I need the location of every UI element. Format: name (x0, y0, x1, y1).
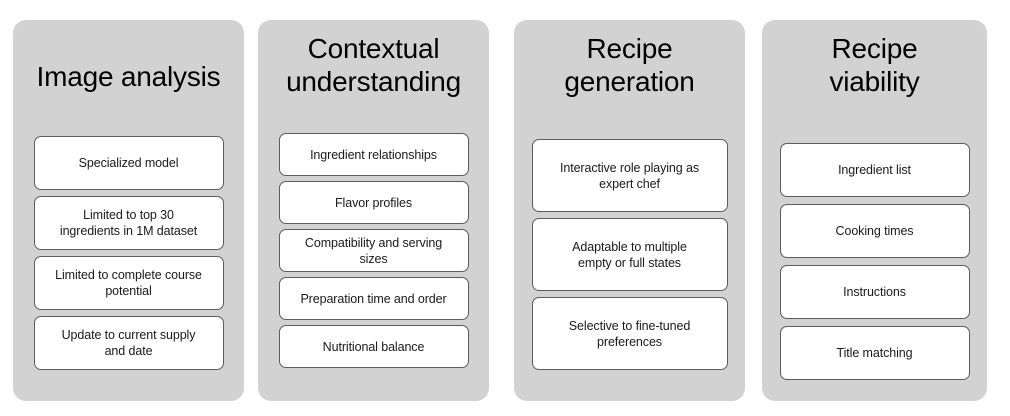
item-label: Ingredient relationships (310, 147, 437, 162)
item-list-recipe-viability: Ingredient list Cooking times Instructio… (762, 143, 987, 381)
item-box: Preparation time and order (278, 277, 469, 321)
item-label: Instructions (843, 285, 906, 300)
item-label: Preparation time and order (300, 291, 447, 306)
item-label: Selective to fine-tuned preferences (568, 318, 691, 349)
item-box: Selective to fine-tuned preferences (531, 297, 728, 371)
column-title-contextual-understanding: Contextual understanding (286, 33, 461, 97)
item-label: Flavor profiles (335, 195, 412, 210)
item-label: Interactive role playing as expert chef (559, 160, 700, 191)
item-box: Flavor profiles (278, 181, 469, 225)
item-list-image-analysis: Specialized model Limited to top 30 ingr… (13, 136, 244, 371)
column-title-recipe-viability: Recipe viability (829, 33, 920, 97)
item-label: Title matching (836, 346, 913, 361)
item-list-contextual-understanding: Ingredient relationships Flavor profiles… (258, 133, 489, 369)
item-label: Limited to complete course potential (55, 268, 202, 299)
item-box: Interactive role playing as expert chef (531, 139, 728, 213)
item-box: Cooking times (779, 204, 970, 259)
item-box: Title matching (779, 326, 970, 381)
item-list-recipe-generation: Interactive role playing as expert chef … (514, 139, 745, 371)
column-recipe-generation: Recipe generation Interactive role playi… (514, 20, 745, 401)
item-box: Ingredient list (779, 143, 970, 198)
item-box: Instructions (779, 265, 970, 320)
item-box: Update to current supply and date (33, 316, 224, 371)
item-label: Limited to top 30 ingredients in 1M data… (59, 208, 198, 239)
column-image-analysis: Image analysis Specialized model Limited… (13, 20, 244, 401)
item-box: Limited to top 30 ingredients in 1M data… (33, 196, 224, 251)
item-box: Compatibility and serving sizes (278, 229, 469, 273)
column-contextual-understanding: Contextual understanding Ingredient rela… (258, 20, 489, 401)
item-label: Specialized model (78, 156, 179, 171)
item-box: Limited to complete course potential (33, 256, 224, 311)
item-label: Cooking times (835, 224, 914, 239)
item-label: Update to current supply and date (61, 328, 196, 359)
column-title-recipe-generation: Recipe generation (564, 33, 695, 97)
item-label: Compatibility and serving sizes (304, 235, 443, 266)
column-title-image-analysis: Image analysis (36, 61, 221, 92)
item-label: Ingredient list (838, 163, 911, 178)
item-box: Specialized model (33, 136, 224, 191)
item-box: Nutritional balance (278, 325, 469, 369)
item-label: Adaptable to multiple empty or full stat… (572, 239, 687, 270)
item-box: Ingredient relationships (278, 133, 469, 177)
item-box: Adaptable to multiple empty or full stat… (531, 218, 728, 292)
item-label: Nutritional balance (322, 339, 425, 354)
column-recipe-viability: Recipe viability Ingredient list Cooking… (762, 20, 987, 401)
